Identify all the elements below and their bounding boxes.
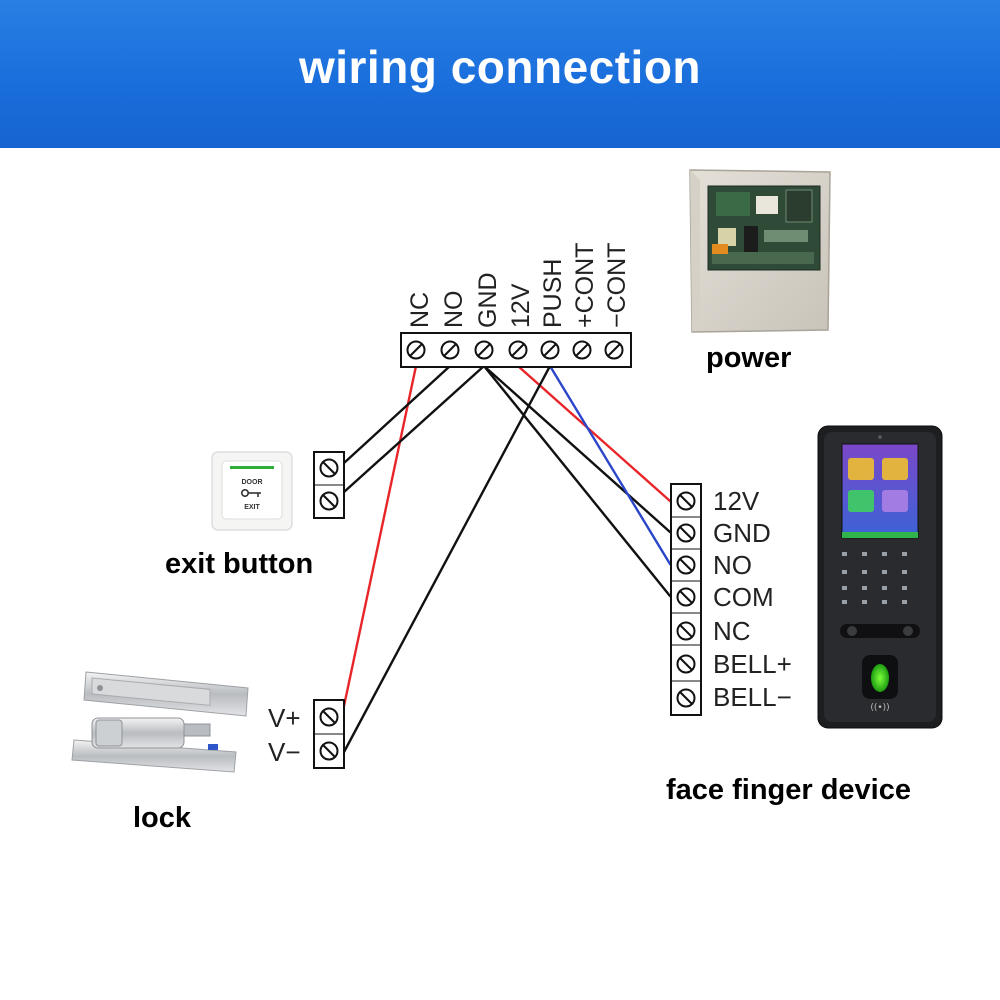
device-terminal-label-12v: 12V (713, 486, 760, 516)
wire-black-gnd-to-device-gnd (482, 364, 672, 534)
face-finger-device-label: face finger device (666, 774, 911, 806)
lock-label: lock (133, 802, 192, 834)
power-label: power (706, 342, 792, 374)
screw-icon (676, 654, 696, 674)
power-terminal-label-gnd: GND (474, 272, 502, 328)
page-title: wiring connection (298, 41, 702, 93)
screw-icon (406, 340, 426, 360)
power-terminal-label-12v: 12V (507, 283, 535, 328)
screw-icon (319, 491, 339, 511)
screw-icon (676, 587, 696, 607)
exit-sign-door-text: DOOR (242, 479, 263, 486)
wire-black-gnd-to-device-com (482, 364, 672, 598)
power-terminal-label-no: NO (440, 291, 468, 329)
screw-icon (676, 523, 696, 543)
screw-icon (676, 621, 696, 641)
screw-icon (319, 458, 339, 478)
power-terminal-label-nc: NC (406, 292, 434, 328)
screw-icon (604, 340, 624, 360)
screw-icon (676, 491, 696, 511)
screw-icon (440, 340, 460, 360)
screw-icon (508, 340, 528, 360)
wires (342, 364, 672, 754)
screw-icon (319, 707, 339, 727)
device-terminal-label-gnd: GND (713, 518, 771, 548)
key-icon (241, 488, 261, 497)
wire-black-no-to-exit-top (342, 364, 452, 465)
wire-red-12v-to-device-12v (516, 364, 672, 503)
power-terminal-block: NC NO GND 12V PUSH +CONT −CONT (400, 243, 632, 368)
device-terminal-label-no: NO (713, 550, 752, 580)
device-terminal-label-bellminus: BELL− (713, 682, 792, 712)
power-terminal-label-pluscont: +CONT (571, 243, 599, 328)
power-terminal-label-push: PUSH (539, 259, 567, 328)
screw-icon (540, 340, 560, 360)
device-terminal-block (670, 483, 702, 716)
device-terminal-label-com: COM (713, 582, 774, 612)
lock-terminal-label-vminus: V− (268, 737, 301, 767)
lock-terminal-block (313, 699, 345, 769)
exit-sign-exit-text: EXIT (244, 504, 260, 511)
rfid-icon: ((•)) (870, 703, 889, 713)
face-finger-device-icon: ((•)) (817, 425, 943, 729)
device-terminal-label-nc: NC (713, 616, 751, 646)
wire-blue-push-to-device-no (548, 364, 672, 566)
wire-red-nc-to-lock-vplus (342, 364, 418, 708)
power-terminal-screws (406, 340, 624, 360)
screw-icon (474, 340, 494, 360)
power-supply-icon (689, 169, 831, 333)
screw-icon (676, 688, 696, 708)
wire-black-gnd-to-exit-bottom (342, 364, 486, 494)
device-terminal-label-bellplus: BELL+ (713, 649, 792, 679)
power-terminal-label-minuscont: −CONT (603, 243, 631, 328)
title-banner: wiring connection (0, 0, 1000, 148)
exit-button-icon: DOOR EXIT (211, 451, 293, 531)
exit-button-terminal-block (313, 451, 345, 519)
screw-icon (572, 340, 592, 360)
screw-icon (319, 741, 339, 761)
lock-icon (71, 671, 249, 773)
lock-terminal-label-vplus: V+ (268, 703, 301, 733)
wire-black-push-to-lock-vminus (342, 364, 552, 754)
exit-button-label: exit button (165, 548, 314, 580)
screw-icon (676, 555, 696, 575)
